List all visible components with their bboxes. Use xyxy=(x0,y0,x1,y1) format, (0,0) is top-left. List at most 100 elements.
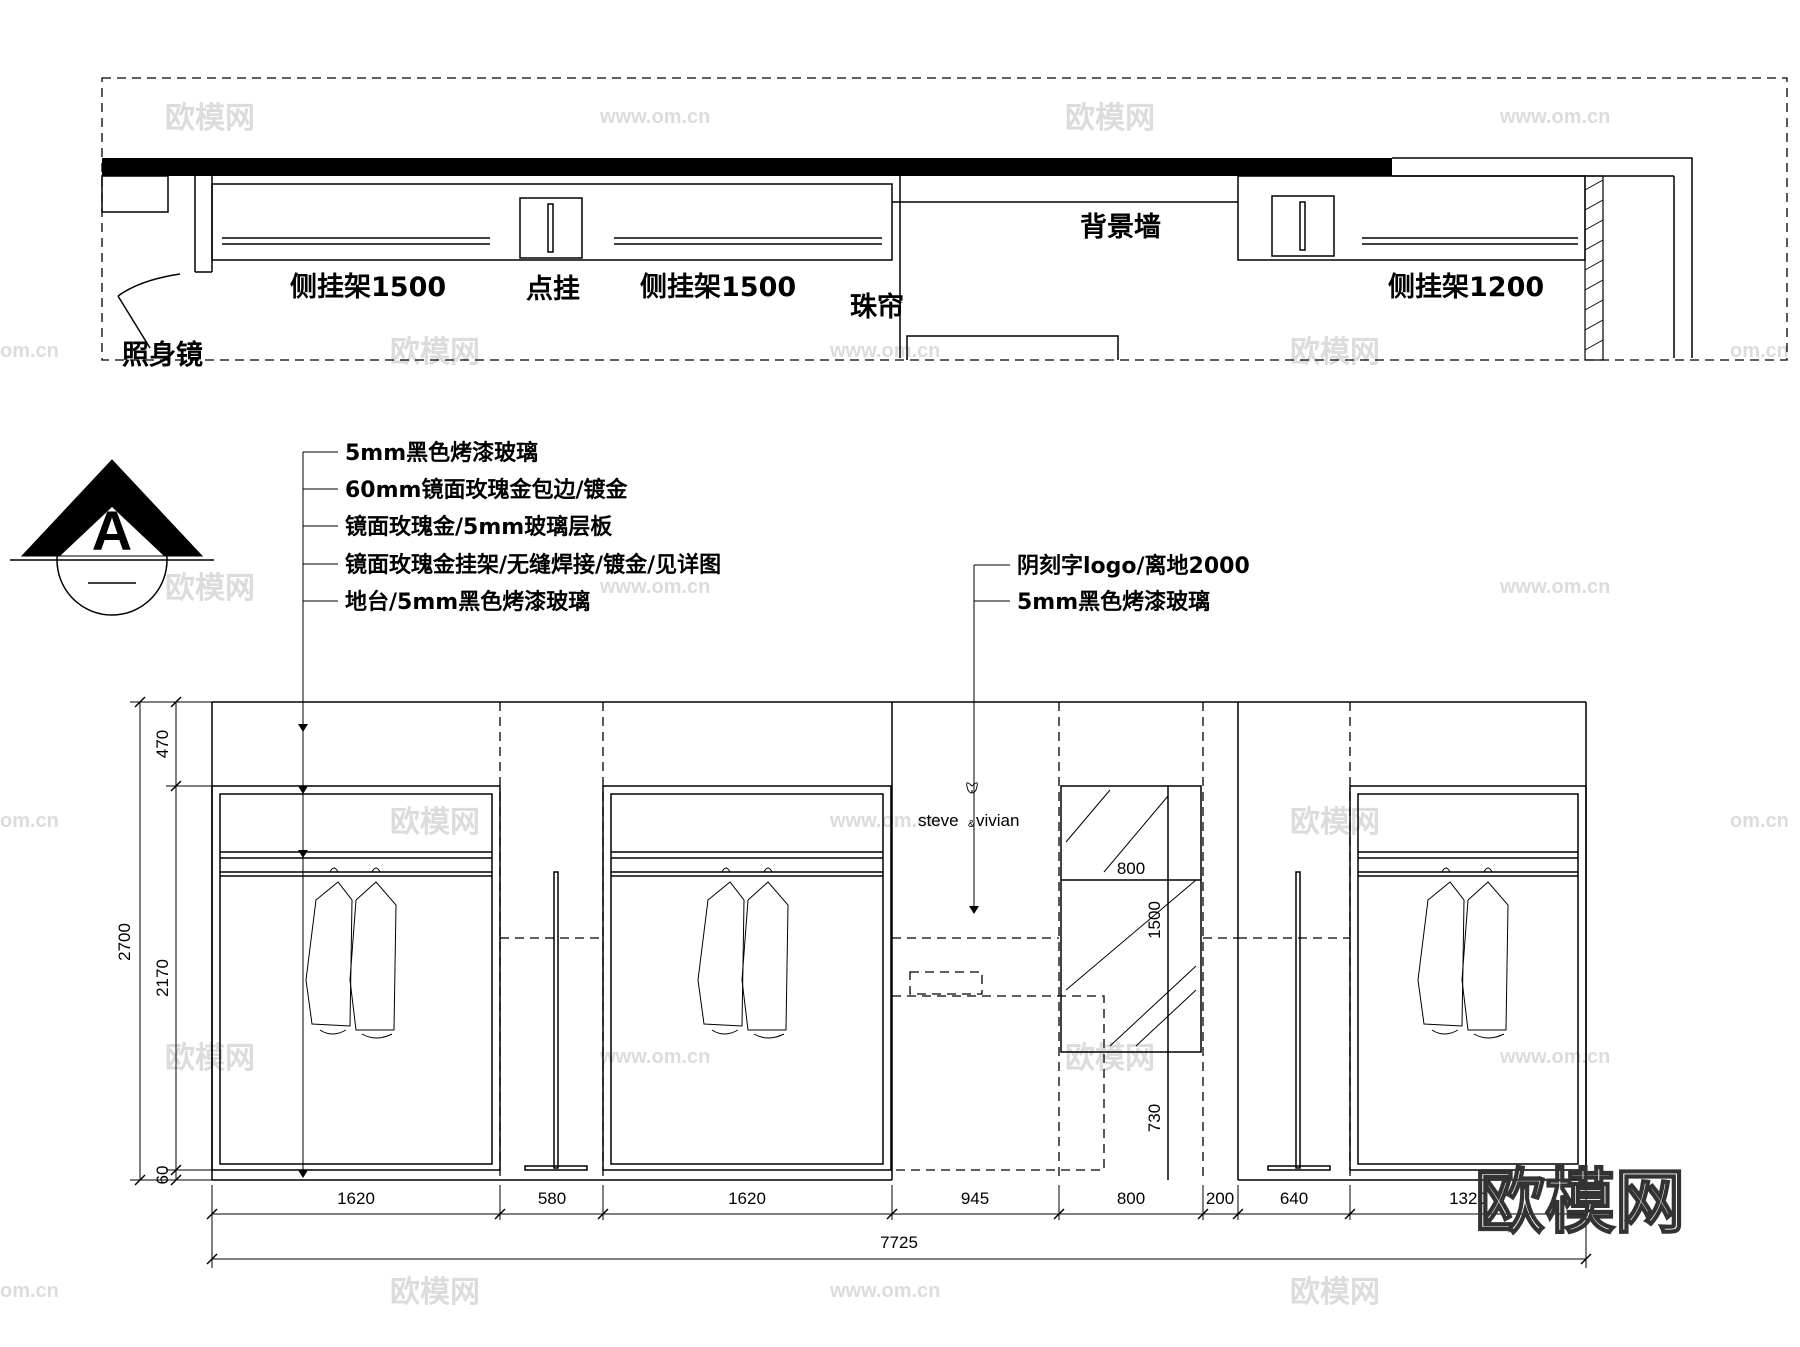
mirror-reflection xyxy=(1103,795,1169,873)
plan-door-leaf xyxy=(117,295,151,349)
wardrobe-frame-inner xyxy=(1357,793,1579,1165)
mirror-frame xyxy=(1060,785,1202,1053)
annotation-text: 镜面玫瑰金/5mm玻璃层板 xyxy=(345,514,613,540)
annotation-text: 5mm黑色烤漆玻璃 xyxy=(1017,589,1210,615)
watermark-brand: 欧模网 xyxy=(165,101,255,136)
display-stand xyxy=(524,871,588,1171)
watermark-brand: 欧模网 xyxy=(1065,1041,1155,1076)
watermark-brand: 欧模网 xyxy=(1290,1275,1380,1310)
vertical-dimensions: 2700 470 2170 60 xyxy=(115,696,212,1186)
dim-tick xyxy=(494,1208,506,1220)
display-stand xyxy=(1267,871,1331,1171)
plan-label-background-wall: 背景墙 xyxy=(1080,212,1161,243)
dim-segment: 1620 xyxy=(728,1189,766,1208)
dim-segment: 800 xyxy=(1117,1189,1145,1208)
mirror: 800 1500 730 xyxy=(1060,785,1202,1180)
coat-icon xyxy=(741,867,789,1031)
wardrobe-bay xyxy=(602,785,892,1171)
leader-arrow xyxy=(298,724,308,732)
wardrobe-frame-outer xyxy=(602,785,892,1171)
garment-fold xyxy=(1431,1029,1505,1039)
garment-group xyxy=(1417,867,1509,1039)
logo-text-right: vivian xyxy=(976,811,1019,830)
plan-point-hang-bar xyxy=(547,203,554,253)
plan-low-box xyxy=(906,335,1119,360)
wardrobe-frame-inner xyxy=(610,793,884,1165)
watermark-brand-large: 欧模网 xyxy=(1475,1161,1685,1243)
dim-segment: 580 xyxy=(538,1189,566,1208)
dim-bottom: 60 xyxy=(153,1166,172,1185)
watermark-brand: 欧模网 xyxy=(390,805,480,840)
plan-label-side-rack: 侧挂架1500 xyxy=(640,272,796,303)
plan-view: 侧挂架1500 点挂 侧挂架1500 珠帘 背景墙 侧挂架1200 照身镜 xyxy=(101,77,1788,371)
annotations-left: 5mm黑色烤漆玻璃 60mm镜面玫瑰金包边/镀金 镜面玫瑰金/5mm玻璃层板 镜… xyxy=(298,440,721,1178)
dim-tick xyxy=(170,1164,182,1176)
wardrobe-frame-outer xyxy=(1349,785,1587,1171)
section-marker-arrow-outline xyxy=(20,459,204,557)
elevation-view: 800 1500 730 steve & vivian xyxy=(211,701,1587,1181)
dim-tick xyxy=(1053,1208,1065,1220)
plan-label-side-rack: 侧挂架1200 xyxy=(1388,272,1544,303)
watermark-url: www.om.cn xyxy=(599,106,710,128)
watermark-url: www.om.cn xyxy=(829,810,940,832)
horizontal-dimensions: 1620 580 1620 945 800 200 640 1320 7725 xyxy=(206,1185,1592,1268)
dim-tick xyxy=(1344,1208,1356,1220)
leader-arrow xyxy=(298,1170,308,1178)
plan-point-hang-box xyxy=(1271,195,1335,257)
plan-label-mirror: 照身镜 xyxy=(122,339,203,371)
section-marker: A xyxy=(10,459,214,616)
dim-tick xyxy=(1580,1208,1592,1220)
leader-arrow xyxy=(298,786,308,794)
dim-segment: 1620 xyxy=(337,1189,375,1208)
watermark-brand: 欧模网 xyxy=(1290,335,1380,370)
garment-fold xyxy=(319,1029,393,1039)
plan-column xyxy=(1584,175,1604,361)
garment-fold xyxy=(711,1029,785,1039)
plan-point-hang-bar xyxy=(1299,201,1306,251)
mirror-reflection xyxy=(1135,989,1197,1047)
section-marker-letter: A xyxy=(92,499,132,562)
mirror-reflection xyxy=(1109,965,1197,1047)
counter-dashed xyxy=(892,995,1105,1171)
annotations-right: 阴刻字logo/离地2000 5mm黑色烤漆玻璃 xyxy=(969,553,1250,914)
watermark-url: www.om.cn xyxy=(1499,1046,1610,1068)
watermark-url: om.cn xyxy=(0,810,59,832)
dim-tick xyxy=(170,1174,182,1186)
dim-mirror-height: 1500 xyxy=(1145,901,1164,939)
dim-tick xyxy=(206,1208,218,1220)
watermark-layer: 欧模网 www.om.cn 欧模网 www.om.cn om.cn 欧模网 ww… xyxy=(0,101,1789,1310)
annotation-text: 阴刻字logo/离地2000 xyxy=(1017,553,1250,579)
annotation-text: 镜面玫瑰金挂架/无缝焊接/镀金/见详图 xyxy=(345,552,721,578)
watermark-brand: 欧模网 xyxy=(1290,805,1380,840)
watermark-brand: 欧模网 xyxy=(1065,101,1155,136)
dim-tick xyxy=(170,780,182,792)
dim-middle: 2170 xyxy=(153,959,172,997)
watermark-url: www.om.cn xyxy=(829,1280,940,1302)
dim-mirror-width: 800 xyxy=(1117,859,1145,878)
dim-tick xyxy=(1232,1208,1244,1220)
leader-arrow xyxy=(969,906,979,914)
plan-column-hatch xyxy=(1584,179,1604,351)
coat-icon xyxy=(1417,867,1465,1027)
dim-overall-height: 2700 xyxy=(115,923,134,961)
dim-top: 470 xyxy=(153,730,172,758)
stand-pole xyxy=(1295,871,1301,1169)
counter-top-dashed xyxy=(909,971,983,995)
dim-segment: 200 xyxy=(1206,1189,1234,1208)
dim-tick xyxy=(597,1208,609,1220)
mirror-reflection xyxy=(1065,789,1111,843)
dim-tick xyxy=(134,696,146,708)
watermark-brand: 欧模网 xyxy=(390,335,480,370)
dim-tick xyxy=(886,1208,898,1220)
coat-icon xyxy=(349,867,397,1031)
dim-tick xyxy=(134,1174,146,1186)
plan-rack-block-right xyxy=(1237,175,1586,261)
watermark-url: www.om.cn xyxy=(1499,106,1610,128)
annotation-text: 地台/5mm黑色烤漆玻璃 xyxy=(345,589,590,615)
coat-icon xyxy=(697,867,745,1027)
watermark-url: www.om.cn xyxy=(599,576,710,598)
dim-tick xyxy=(1197,1208,1209,1220)
annotation-text: 60mm镜面玫瑰金包边/镀金 xyxy=(345,477,628,503)
dim-tick xyxy=(1580,1253,1592,1265)
plan-label-bead-curtain: 珠帘 xyxy=(850,291,904,323)
